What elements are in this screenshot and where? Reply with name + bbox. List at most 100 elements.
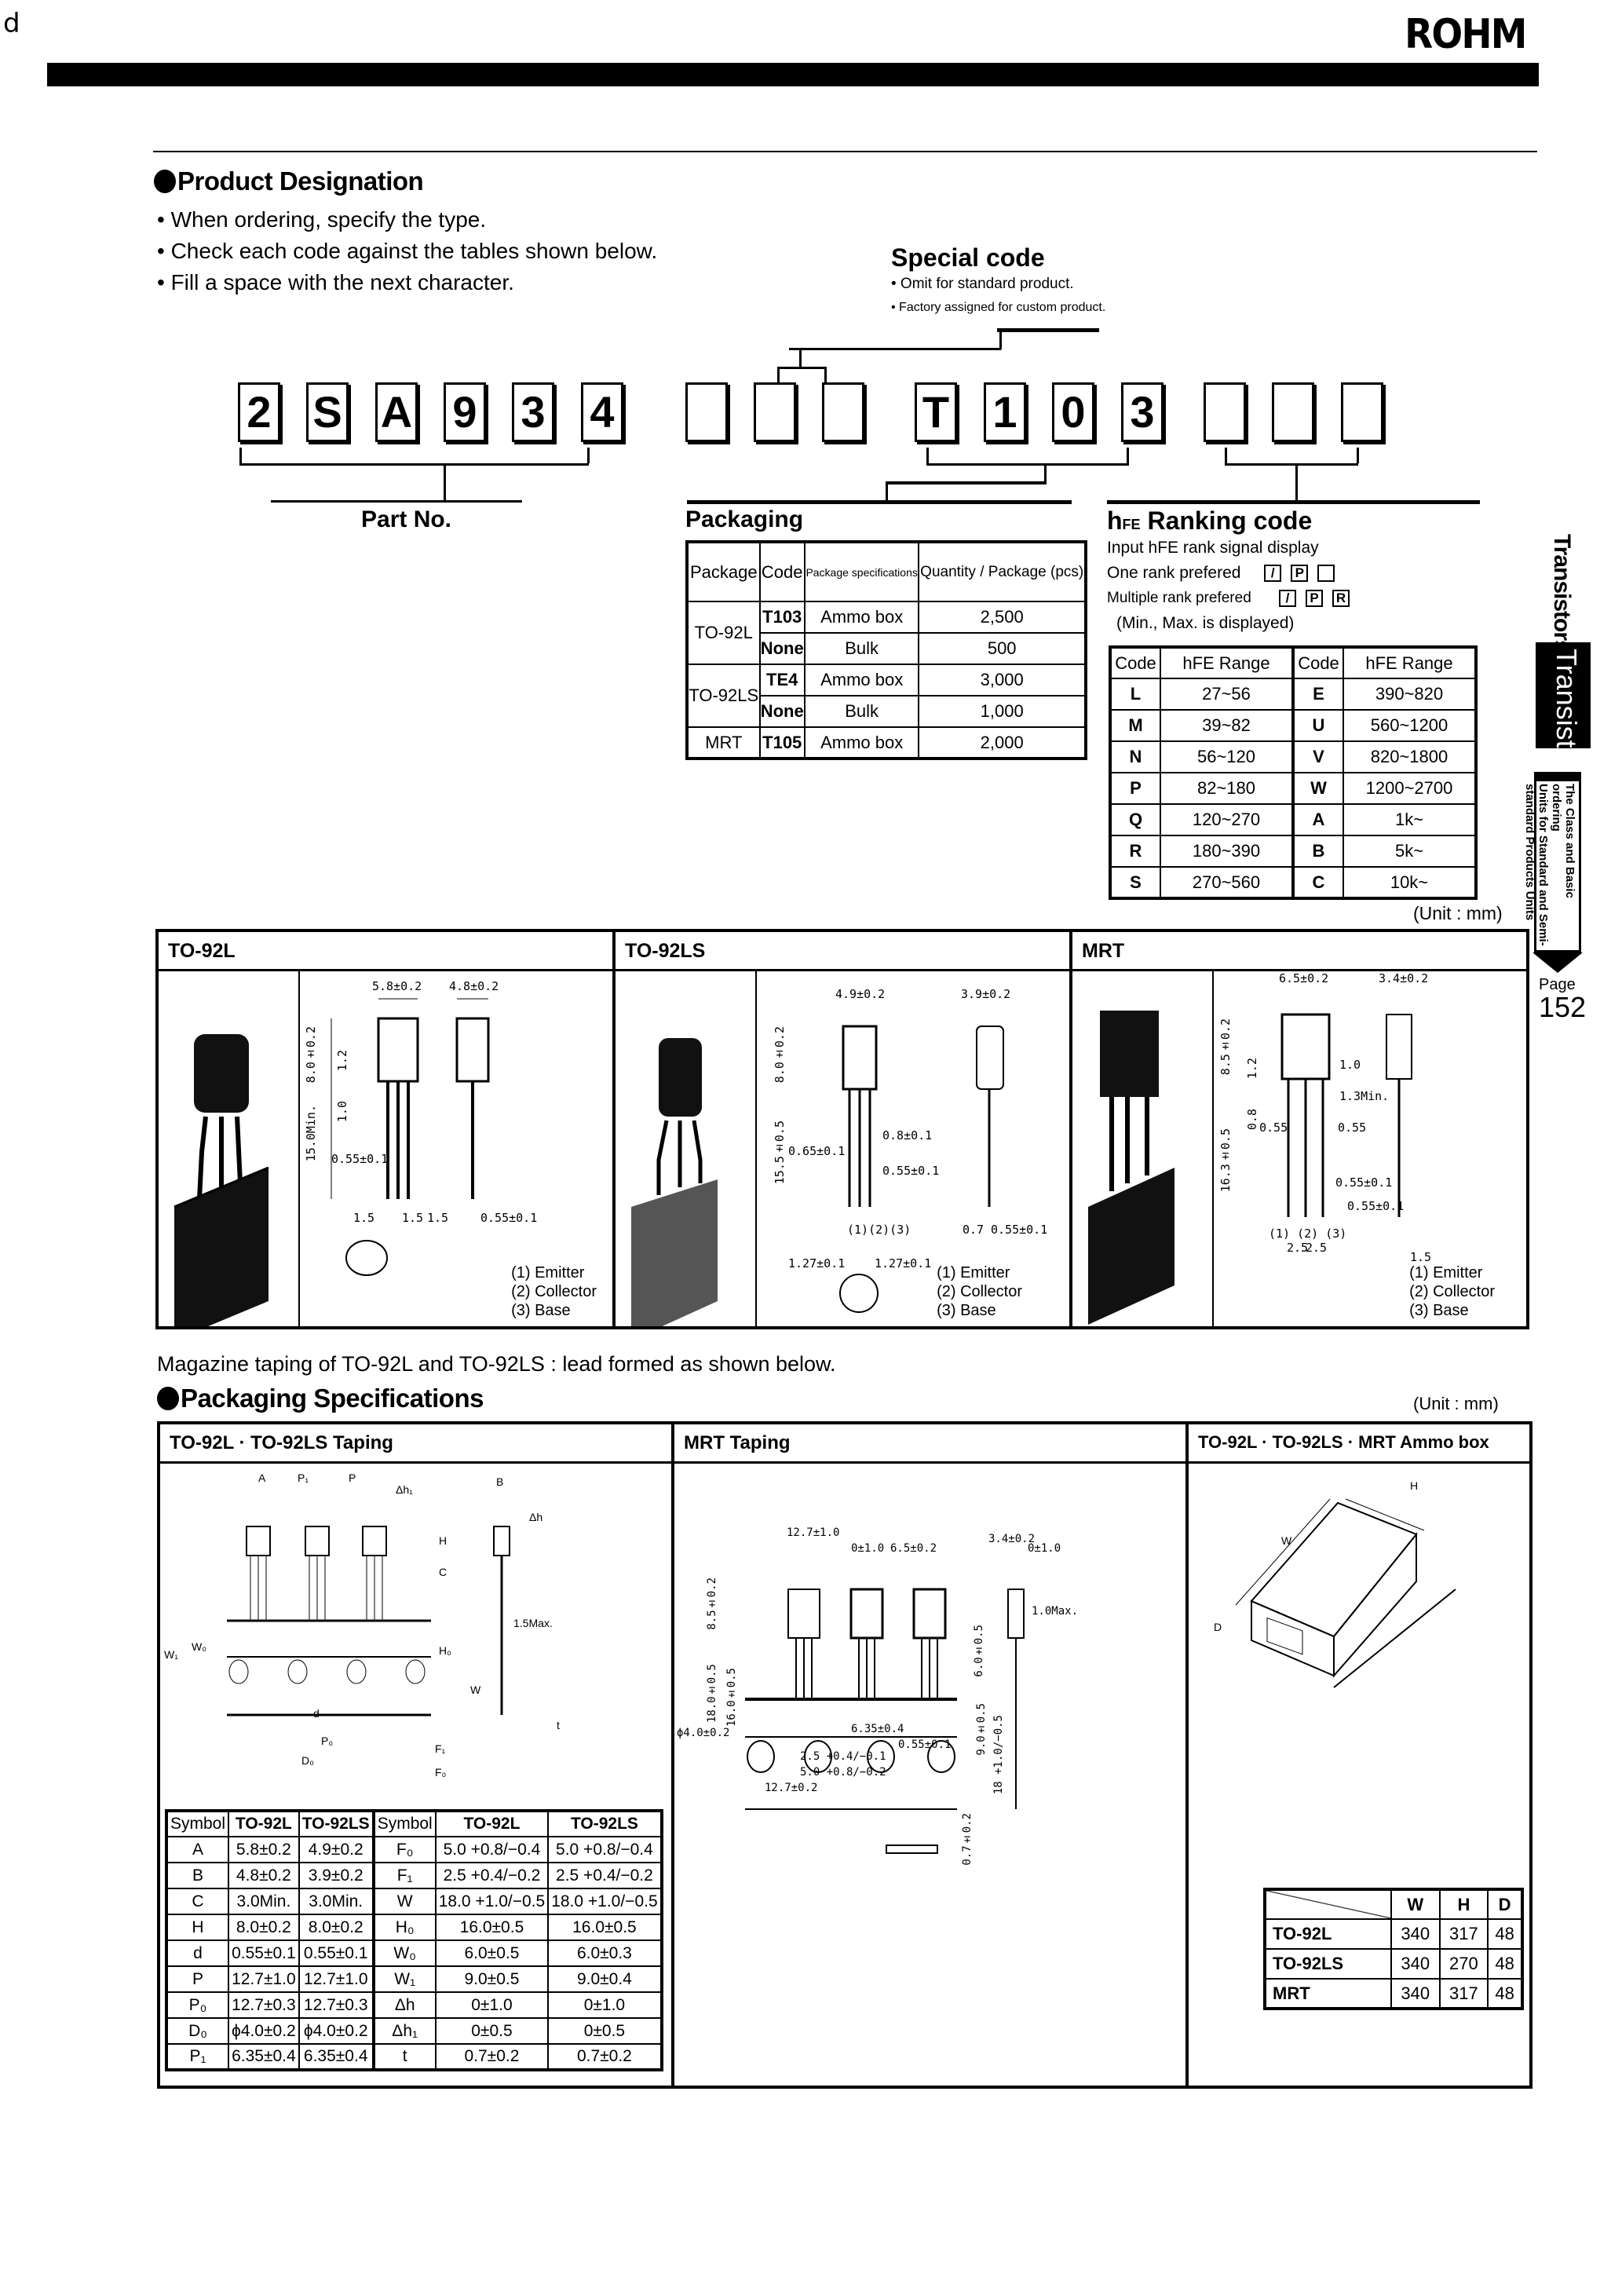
col-package: Package	[686, 541, 761, 602]
panel-title: TO-92LS	[616, 932, 1069, 971]
table-row: TO-92L T103 Ammo box 2,500	[686, 601, 1087, 665]
panel-taping-to92: TO-92L · TO-92LS Taping A P₁	[160, 1424, 674, 2086]
packaging-label: Packaging	[685, 506, 804, 532]
unit-label: (Unit : mm)	[1413, 1394, 1499, 1413]
packaging-table: Package Code Package specifications Quan…	[685, 540, 1087, 760]
page-label: Page	[1539, 976, 1576, 993]
package-photo	[159, 971, 300, 1326]
one-rank-row: One rank prefered /P	[1107, 561, 1350, 586]
code-box: T	[915, 382, 957, 442]
package-photo	[1072, 971, 1214, 1326]
pin-legend: (1) Emitter (2) Collector (3) Base	[937, 1264, 1022, 1319]
col-qty: Quantity / Package (pcs)	[918, 541, 1087, 602]
product-designation-heading: Product Designation	[154, 166, 424, 196]
code-box: 3	[512, 382, 554, 442]
outline-drawing: 4.9±0.2 3.9±0.2 8.0±0.2 15.5±0.5 0.65±0.…	[773, 987, 1048, 1319]
packaging-specs-box: TO-92L · TO-92LS Taping A P₁	[157, 1421, 1532, 2089]
outline-drawing: 6.5±0.2 3.4±0.2 8.5±0.2 16.3±0.5 1.2 0.8…	[1218, 971, 1495, 1319]
special-code-note: Special code • Omit for standard product…	[891, 243, 1106, 314]
pin-legend: (1) Emitter (2) Collector (3) Base	[1409, 1264, 1495, 1319]
table-row: MRT T105 Ammo box 2,000	[686, 726, 1087, 759]
code-box: 0	[1052, 382, 1094, 442]
panel-ammo-box: TO-92L · TO-92LS · MRT Ammo box W H D W …	[1189, 1424, 1529, 2086]
code-box: 2	[238, 382, 280, 442]
instruction-3: • Fill a space with the next character.	[157, 270, 514, 294]
instruction-2: • Check each code against the tables sho…	[157, 239, 658, 263]
code-box-blank	[1272, 382, 1314, 442]
code-box-blank	[1204, 382, 1246, 442]
code-diagram: 2 S A 9 3 4 T 1 0 3	[0, 0, 1622, 550]
header-bar	[47, 63, 1539, 86]
corner-mark: d	[3, 8, 20, 39]
rohm-logo: ROHM	[1405, 11, 1528, 58]
arrow-down-icon	[1532, 952, 1583, 973]
side-tab: Transistors Transistors The Class and Ba…	[1523, 534, 1617, 1023]
category-tab[interactable]: Transistors	[1536, 642, 1591, 788]
designation-instructions: • When ordering, specify the type. • Che…	[157, 204, 657, 298]
table-row: TO-92LS TE4 Ammo box 3,000	[686, 664, 1087, 728]
col-code: Code	[758, 541, 806, 602]
code-box: A	[375, 382, 418, 442]
part-no-label: Part No.	[361, 506, 452, 532]
code-box: 1	[984, 382, 1026, 442]
hfe-ranking-section: hFE Ranking code Input hFE rank signal d…	[1107, 506, 1350, 636]
table-row: None Bulk 500	[687, 632, 1087, 665]
instruction-1: • When ordering, specify the type.	[157, 207, 487, 232]
panel-taping-mrt: MRT Taping 12.7±1.0 0±1.0	[674, 1424, 1189, 2086]
page-number: 152	[1539, 991, 1587, 1023]
pin-legend: (1) Emitter (2) Collector (3) Base	[511, 1264, 597, 1319]
col-spec: Package specifications	[803, 541, 920, 602]
header-rule	[153, 151, 1537, 152]
code-box: 3	[1121, 382, 1164, 442]
slash-box-icon: /	[1264, 565, 1282, 583]
category-label: Transistors	[1549, 534, 1575, 653]
slash-box-icon: /	[1279, 589, 1297, 607]
bullet-dot-icon	[157, 1387, 179, 1410]
unit-label: (Unit : mm)	[1413, 903, 1503, 923]
outline-drawing: 5.8±0.2 4.8±0.2 8.0±0.2 15.0Min. 1.2 1.0…	[304, 979, 597, 1319]
code-box: 9	[444, 382, 486, 442]
table-row: None Bulk 1,000	[687, 695, 1087, 728]
code-box: S	[306, 382, 349, 442]
code-box-blank	[685, 382, 728, 442]
package-outlines: TO-92L	[155, 929, 1529, 1329]
panel-to92l: TO-92L	[159, 932, 616, 1326]
hfe-ranking-title: hFE Ranking code	[1107, 506, 1313, 535]
packaging-specs-heading: Packaging Specifications	[157, 1384, 484, 1413]
panel-to92ls: TO-92LS 4.9±0.2	[616, 932, 1072, 1326]
taping-dimensions-table: Symbol TO-92L TO-92LS Symbol TO-92L TO-9…	[165, 1809, 663, 2071]
mrt-taping-drawing: 12.7±1.0 0±1.0 6.5±0.2 3.4±0.2 0±1.0 8.5…	[677, 1526, 1079, 1866]
code-box-blank	[1341, 382, 1383, 442]
panel-title: MRT	[1072, 932, 1526, 971]
code-box: 4	[581, 382, 623, 442]
code-box-blank	[822, 382, 864, 442]
bullet-dot-icon	[154, 170, 176, 193]
panel-mrt: MRT 6.5±0.2 3.4±0.2	[1072, 932, 1526, 1326]
package-photo	[616, 971, 757, 1326]
panel-title: TO-92L	[159, 932, 612, 971]
code-box-blank	[754, 382, 796, 442]
magazine-note: Magazine taping of TO-92L and TO-92LS : …	[157, 1352, 836, 1376]
